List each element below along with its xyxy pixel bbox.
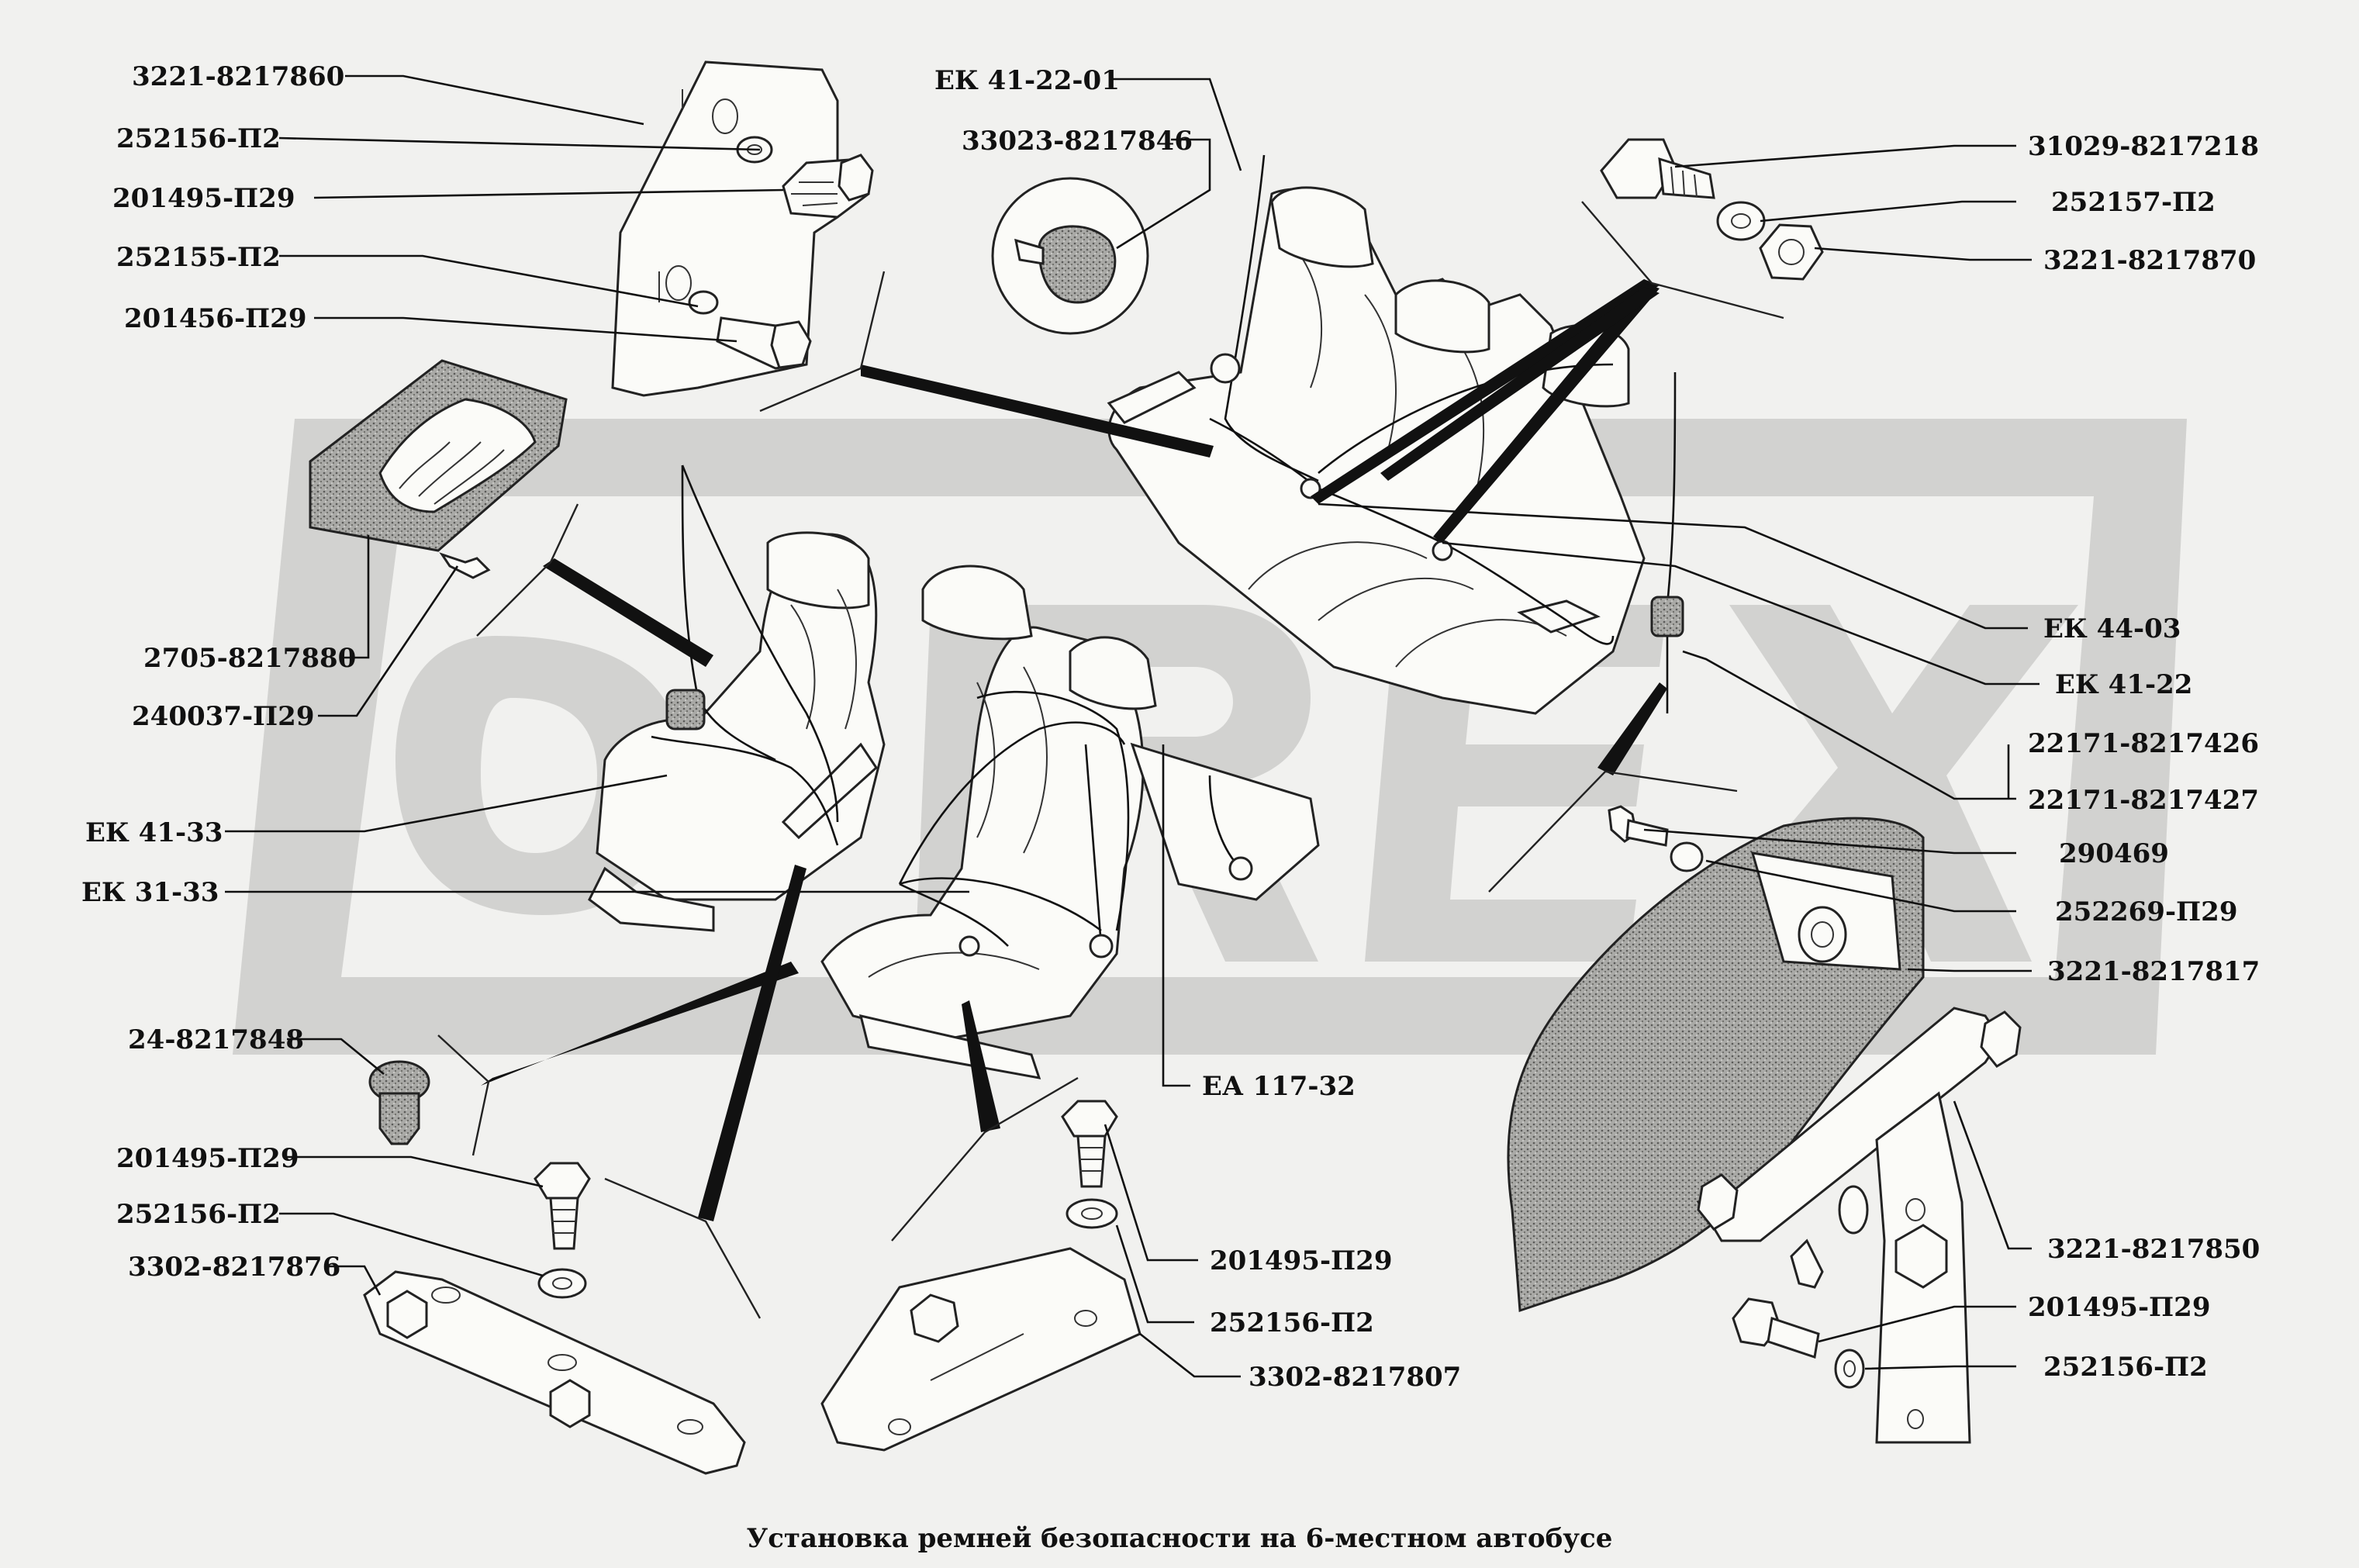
plate-3302-8217807 <box>820 1247 1142 1452</box>
label-ek-31-33: ЕК 31-33 <box>81 877 219 908</box>
label-290469: 290469 <box>2059 838 2169 869</box>
nut-3221-8217870 <box>1759 223 1824 281</box>
label-252269-p29: 252269-П29 <box>2055 896 2237 927</box>
washer-252269-p29 <box>1670 841 1704 872</box>
bolt-201495-p29-a <box>782 154 874 219</box>
part-labels: 3221-8217860 252156-П2 201495-П29 252155… <box>81 61 2260 1393</box>
leader-lines <box>225 74 2040 1378</box>
label-252157-p2: 252157-П2 <box>2051 187 2216 218</box>
label-ek-41-22-01: ЕК 41-22-01 <box>934 65 1120 96</box>
washer-252155-p2 <box>688 290 719 315</box>
label-201495-p29-c: 201495-П29 <box>1210 1245 1392 1276</box>
plate-3302-8217876 <box>363 1270 746 1475</box>
label-201495-p29-d: 201495-П29 <box>2028 1292 2210 1323</box>
foam-pad-2705-8217880 <box>309 359 568 552</box>
screw-240037-p29 <box>439 552 491 579</box>
bracket-3221-8217850 <box>1696 1007 2022 1444</box>
front-seats <box>588 465 1320 1079</box>
label-201495-p29-a: 201495-П29 <box>112 183 295 214</box>
washer-252156-p2-d <box>1834 1349 1865 1389</box>
label-ek-41-22: ЕК 41-22 <box>2055 669 2192 700</box>
label-ek-44-03: ЕК 44-03 <box>2043 613 2181 644</box>
label-ek-41-33: ЕК 41-33 <box>85 817 223 848</box>
label-201456-p29: 201456-П29 <box>124 303 306 334</box>
washer-252156-p2-c <box>1066 1198 1118 1229</box>
label-3302-8217807: 3302-8217807 <box>1249 1362 1461 1393</box>
label-240037-p29: 240037-П29 <box>132 701 314 732</box>
label-3221-8217850: 3221-8217850 <box>2047 1234 2260 1265</box>
bolt-31029-8217218 <box>1600 138 1715 199</box>
label-3221-8217870: 3221-8217870 <box>2043 245 2256 276</box>
label-3221-8217817: 3221-8217817 <box>2047 956 2260 987</box>
clip-33023-8217846 <box>991 177 1149 335</box>
label-31029-8217218: 31029-8217218 <box>2028 131 2259 162</box>
label-33023-8217846: 33023-8217846 <box>962 126 1193 157</box>
label-252156-p2-d: 252156-П2 <box>2043 1352 2208 1383</box>
label-252156-p2-c: 252156-П2 <box>1210 1307 1374 1338</box>
clip-24-8217848 <box>368 1060 430 1145</box>
label-252155-p2: 252155-П2 <box>116 242 281 273</box>
label-2705-8217880: 2705-8217880 <box>143 643 356 674</box>
rear-seat-row <box>1107 154 1684 715</box>
label-252156-p2-a: 252156-П2 <box>116 123 281 154</box>
bolt-201495-p29-b <box>534 1162 591 1250</box>
guide-lines <box>437 201 1784 1319</box>
bolt-201495-p29-c <box>1061 1100 1118 1188</box>
label-201495-p29-b: 201495-П29 <box>116 1143 299 1174</box>
pointer-wedges <box>481 279 1667 1221</box>
bolt-201495-p29-d <box>1732 1297 1820 1359</box>
diagram-caption: Установка ремней безопасности на 6-местн… <box>747 1523 1613 1554</box>
bolt-201456-p29 <box>716 316 812 370</box>
washer-252157-p2 <box>1716 201 1766 241</box>
label-24-8217848: 24-8217848 <box>128 1024 304 1055</box>
label-3221-8217860: 3221-8217860 <box>132 61 344 92</box>
label-252156-p2-b: 252156-П2 <box>116 1199 281 1230</box>
label-3302-8217876: 3302-8217876 <box>128 1252 340 1283</box>
bolt-290469 <box>1608 805 1669 847</box>
label-22171-8217426: 22171-8217426 <box>2028 728 2259 759</box>
label-22171-8217427: 22171-8217427 <box>2028 785 2259 816</box>
label-ea-117-32: ЕА 117-32 <box>1202 1071 1356 1102</box>
washer-252156-p2-b <box>537 1268 587 1299</box>
